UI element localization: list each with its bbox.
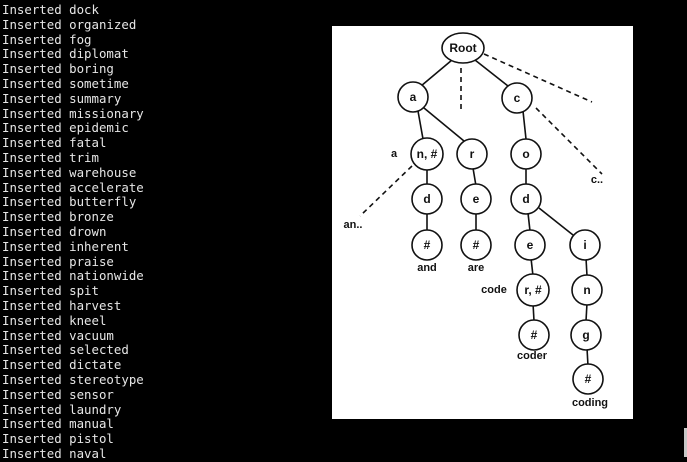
terminal-line: Inserted stereotype bbox=[2, 371, 144, 387]
node-text-o: o bbox=[522, 147, 529, 161]
node-text-i: i bbox=[583, 238, 586, 252]
terminal-line: Inserted boring bbox=[2, 61, 114, 77]
trie-diagram: Root a c n, # r o d e d # # e i r, # n #… bbox=[344, 32, 608, 409]
node-e2 bbox=[514, 229, 546, 261]
terminal-line: Inserted diplomat bbox=[2, 46, 129, 62]
node-text-c: c bbox=[514, 91, 521, 105]
edge-a-an bbox=[417, 110, 424, 140]
trie-nodes bbox=[397, 32, 604, 395]
terminal-line: Inserted warehouse bbox=[2, 164, 137, 180]
edge-e-r bbox=[530, 257, 534, 277]
node-n bbox=[571, 274, 603, 306]
terminal-line: Inserted bronze bbox=[2, 209, 114, 225]
edge-n-g bbox=[585, 302, 588, 322]
terminal-line: Inserted drown bbox=[2, 223, 107, 239]
node-text-root: Root bbox=[449, 41, 476, 55]
node-c bbox=[501, 82, 533, 114]
node-text-d1: d bbox=[423, 192, 430, 206]
terminal-line: Inserted manual bbox=[2, 416, 114, 432]
terminal-line: Inserted nationwide bbox=[2, 268, 144, 284]
terminal-line: Inserted vacuum bbox=[2, 327, 114, 343]
node-hash-coding bbox=[572, 363, 604, 395]
node-i bbox=[569, 229, 601, 261]
terminal-line: Inserted fog bbox=[2, 31, 92, 47]
edge-a-r bbox=[423, 107, 465, 142]
terminal-line: Inserted accelerate bbox=[2, 179, 144, 195]
node-text-hash-coding: # bbox=[585, 372, 592, 386]
node-root bbox=[441, 32, 485, 64]
node-d1 bbox=[411, 183, 443, 215]
edge-i-n bbox=[585, 257, 588, 277]
node-text-r2: r, # bbox=[524, 283, 542, 297]
label-a-side: a bbox=[391, 148, 398, 160]
terminal-line: Inserted summary bbox=[2, 90, 122, 106]
node-an bbox=[410, 137, 444, 171]
dashed-an-left bbox=[359, 165, 413, 217]
terminal-line: Inserted missionary bbox=[2, 105, 144, 121]
edge-root-a bbox=[420, 59, 453, 87]
node-text-hash-and: # bbox=[424, 238, 431, 252]
terminal-line: Inserted naval bbox=[2, 445, 107, 461]
terminal-line: Inserted sensor bbox=[2, 386, 114, 402]
node-g bbox=[570, 319, 602, 351]
trie-diagram-image: Root a c n, # r o d e d # # e i r, # n #… bbox=[332, 26, 633, 419]
label-c-more: c.. bbox=[591, 174, 603, 186]
node-r bbox=[456, 138, 488, 170]
node-text-hash-are: # bbox=[473, 238, 480, 252]
edge-root-c bbox=[474, 59, 509, 87]
trie-dashed-edges bbox=[359, 53, 603, 217]
terminal-line: Inserted sometime bbox=[2, 75, 129, 91]
terminal-line: Inserted trim bbox=[2, 149, 99, 165]
terminal-line: Inserted inherent bbox=[2, 238, 129, 254]
terminal-line: Inserted praise bbox=[2, 253, 114, 269]
terminal-line: Inserted spit bbox=[2, 283, 99, 299]
label-an-more: an.. bbox=[344, 219, 363, 231]
terminal-line: Inserted organized bbox=[2, 16, 137, 32]
terminal-line: Inserted dock bbox=[2, 2, 99, 17]
node-text-n: n bbox=[583, 283, 590, 297]
terminal-line: Inserted butterfly bbox=[2, 194, 137, 210]
terminal-line: Inserted laundry bbox=[2, 401, 122, 417]
edge-g-hash-coding bbox=[586, 347, 589, 367]
node-text-hash-coder: # bbox=[531, 328, 538, 342]
dashed-root-right bbox=[483, 53, 593, 103]
trie-edges bbox=[417, 59, 589, 367]
node-text-e1: e bbox=[473, 192, 480, 206]
node-text-d2: d bbox=[522, 192, 529, 206]
terminal-line: Inserted epidemic bbox=[2, 120, 129, 136]
node-text-g: g bbox=[582, 328, 589, 342]
node-text-e2: e bbox=[527, 238, 534, 252]
scrollbar-thumb[interactable] bbox=[684, 428, 687, 457]
edge-d-i bbox=[538, 207, 574, 236]
terminal-line: Inserted kneel bbox=[2, 312, 107, 328]
node-text-a: a bbox=[410, 90, 417, 104]
terminal-line: Inserted dictate bbox=[2, 357, 122, 373]
node-d2 bbox=[510, 183, 542, 215]
label-are: are bbox=[468, 262, 485, 274]
node-hash-coder bbox=[518, 319, 550, 351]
dashed-c-right bbox=[535, 107, 603, 175]
label-and: and bbox=[417, 262, 437, 274]
node-r2 bbox=[516, 273, 550, 307]
terminal-line: Inserted selected bbox=[2, 342, 129, 358]
terminal-line: Inserted fatal bbox=[2, 135, 107, 151]
edge-r-e bbox=[472, 167, 477, 187]
terminal-line: Inserted pistol bbox=[2, 431, 114, 447]
edge-d-e bbox=[527, 212, 531, 232]
terminal-line: Inserted harvest bbox=[2, 297, 122, 313]
node-text-r: r bbox=[470, 147, 475, 161]
node-text-an: n, # bbox=[417, 147, 438, 161]
node-o bbox=[510, 138, 542, 170]
label-coder: coder bbox=[517, 350, 548, 362]
label-coding: coding bbox=[572, 397, 608, 409]
node-hash-and bbox=[411, 229, 443, 261]
label-code: code bbox=[481, 284, 507, 296]
node-hash-are bbox=[460, 229, 492, 261]
edge-c-o bbox=[522, 110, 527, 140]
node-e1 bbox=[460, 183, 492, 215]
node-a bbox=[397, 81, 429, 113]
